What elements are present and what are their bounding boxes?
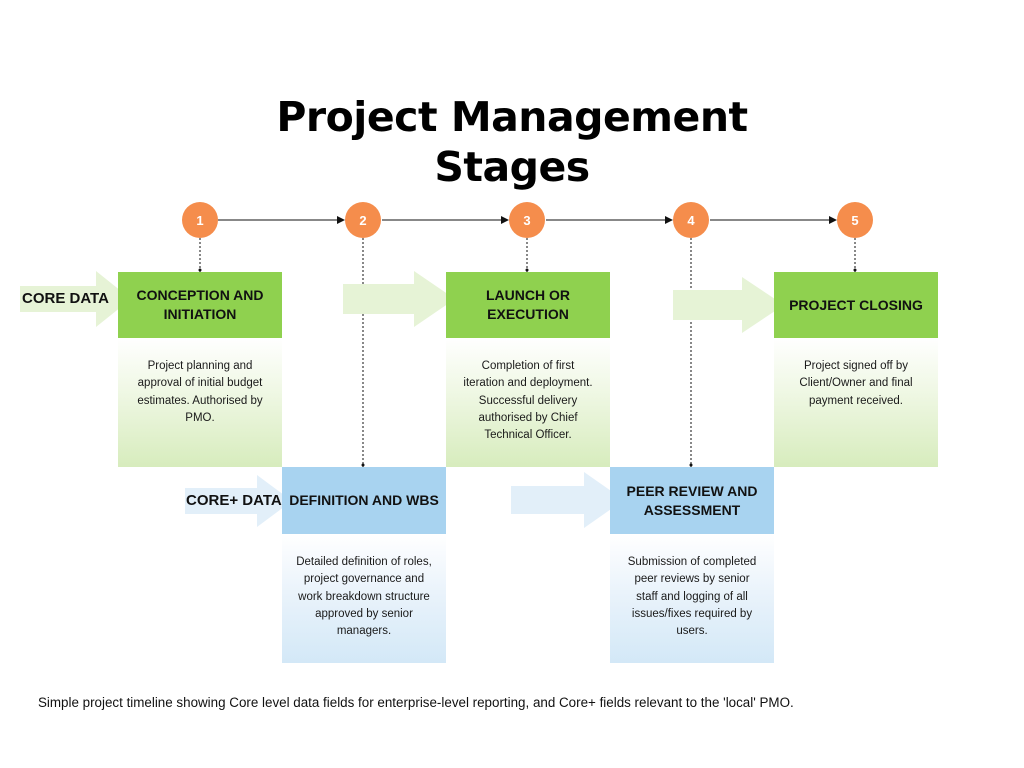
stage-description-2: Detailed definition of roles, project go…: [282, 534, 446, 663]
title-line-2: Stages: [434, 143, 590, 191]
stage-number-5: 5: [837, 202, 873, 238]
coreplus-data-label: CORE+ DATA: [186, 492, 282, 509]
stage-title-1: CONCEPTION AND INITIATION: [118, 272, 282, 338]
drop-dot-4: [689, 463, 693, 467]
stage-title-2: DEFINITION AND WBS: [282, 467, 446, 534]
coreplus-data-arrow: [185, 475, 292, 527]
core-data-arrow: [20, 271, 131, 327]
stage-title-5: PROJECT CLOSING: [774, 272, 938, 338]
stage-description-4: Submission of completed peer reviews by …: [610, 534, 774, 663]
core-arrow-to-stage-3: [343, 271, 455, 327]
stage-title-4: PEER REVIEW AND ASSESSMENT: [610, 467, 774, 534]
stage-number-2: 2: [345, 202, 381, 238]
stage-description-1: Project planning and approval of initial…: [118, 338, 282, 467]
core-arrow-to-stage-5: [673, 277, 784, 333]
title-line-1: Project Management: [276, 93, 748, 141]
stage-number-1: 1: [182, 202, 218, 238]
caption: Simple project timeline showing Core lev…: [38, 695, 794, 710]
stage-description-3: Completion of first iteration and deploy…: [446, 338, 610, 467]
drop-dot-1: [198, 268, 202, 272]
page-title: Project Management Stages: [0, 92, 1024, 192]
drop-dot-5: [853, 268, 857, 272]
coreplus-arrow-to-stage-4: [511, 472, 624, 528]
stage-title-3: LAUNCH OR EXECUTION: [446, 272, 610, 338]
stage-description-5: Project signed off by Client/Owner and f…: [774, 338, 938, 467]
stage-number-3: 3: [509, 202, 545, 238]
stage-number-4: 4: [673, 202, 709, 238]
core-data-label: CORE DATA: [22, 290, 109, 307]
drop-dot-3: [525, 268, 529, 272]
drop-dot-2: [361, 463, 365, 467]
